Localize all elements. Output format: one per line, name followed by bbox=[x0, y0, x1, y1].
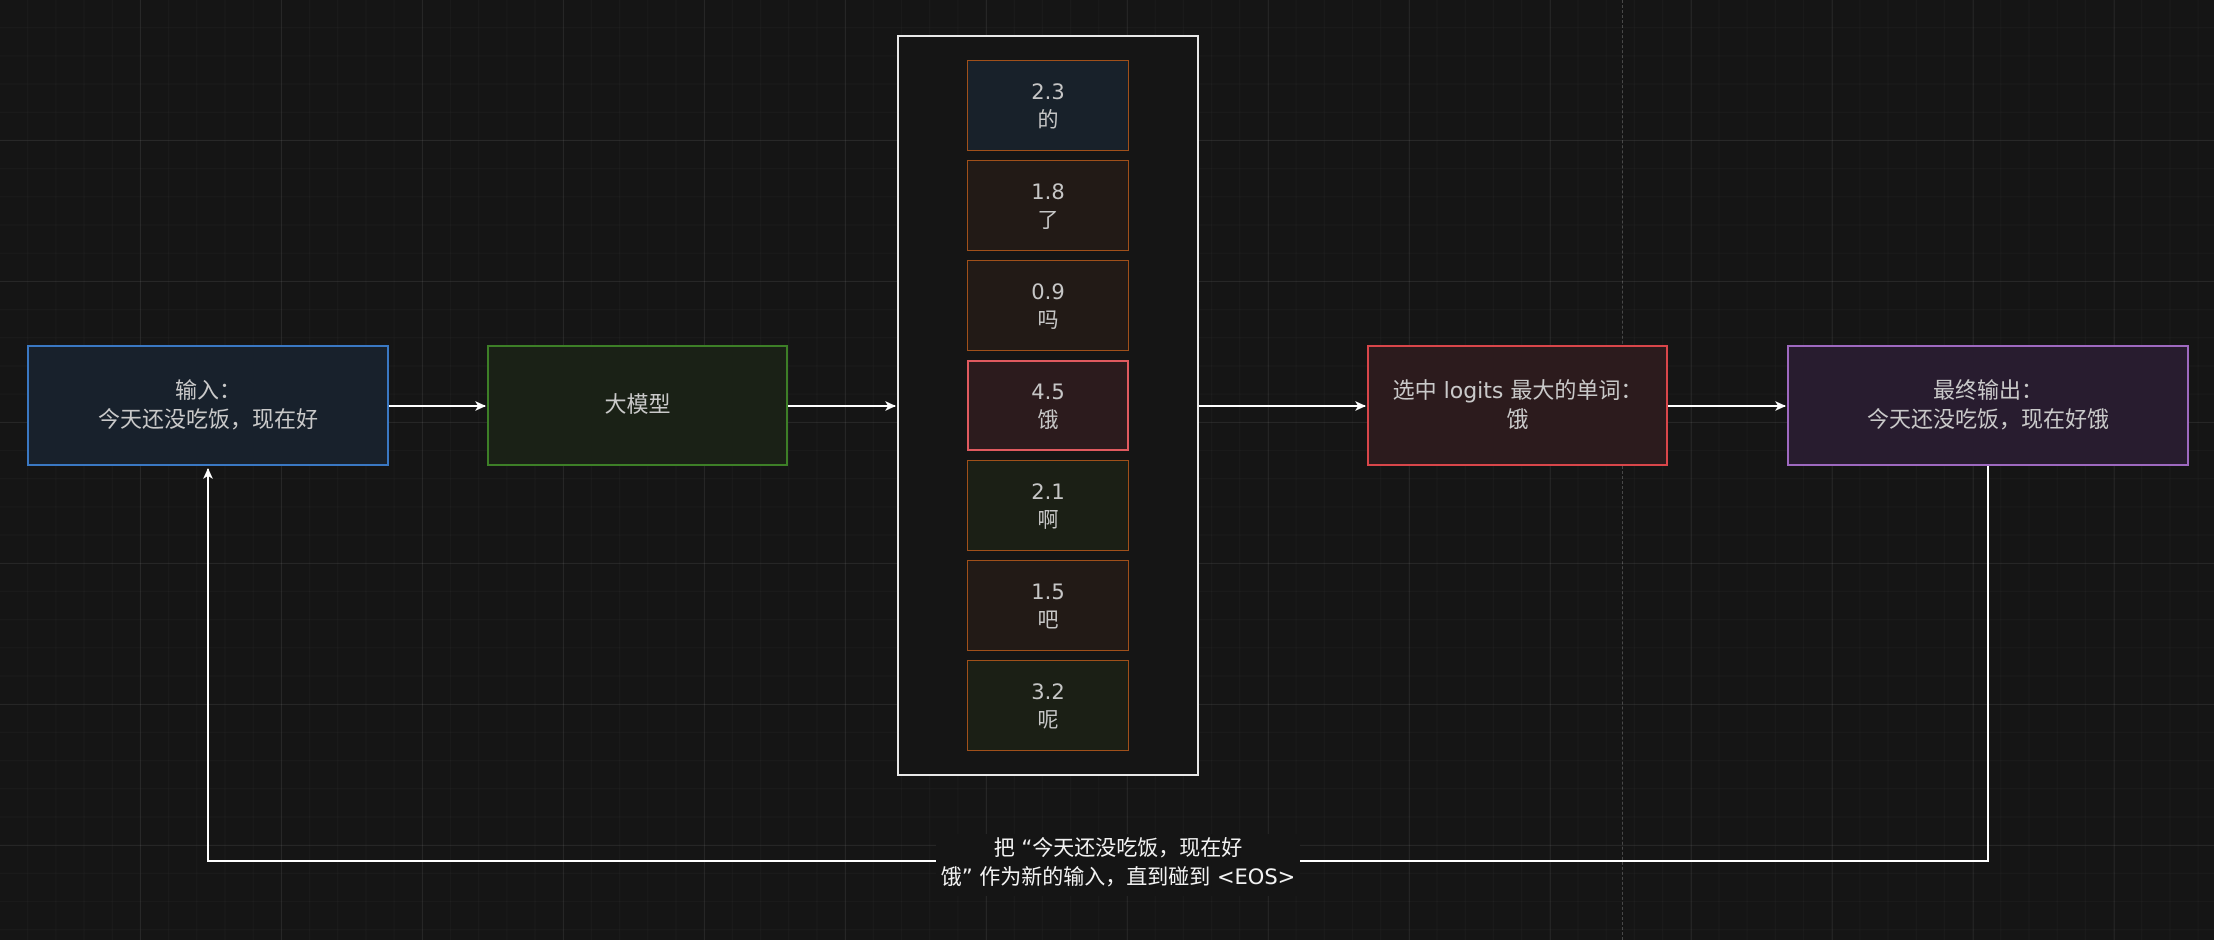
logit-token: 的 bbox=[1037, 107, 1059, 132]
logit-value: 1.5 bbox=[1031, 579, 1065, 604]
feedback-label: 把 “今天还没吃饭，现在好 饿” 作为新的输入，直到碰到 <EOS> bbox=[936, 834, 1300, 896]
select-max-box: 选中 logits 最大的单词： 饿 bbox=[1367, 345, 1668, 466]
logit-cell: 3.2 呢 bbox=[967, 660, 1129, 751]
logit-token: 了 bbox=[1037, 207, 1059, 232]
input-text: 输入： 今天还没吃饭，现在好 bbox=[97, 378, 318, 433]
logit-token: 吧 bbox=[1037, 607, 1059, 632]
logit-token: 啊 bbox=[1037, 507, 1059, 532]
logit-value: 0.9 bbox=[1031, 279, 1065, 304]
logit-value: 1.8 bbox=[1031, 179, 1065, 204]
logit-value: 2.3 bbox=[1031, 79, 1065, 104]
dashed-guide-line bbox=[1622, 0, 1623, 940]
logit-cell: 1.8 了 bbox=[967, 160, 1129, 251]
model-text: 大模型 bbox=[604, 393, 671, 418]
output-text: 最终输出： 今天还没吃饭，现在好饿 bbox=[1866, 378, 2109, 433]
logit-value: 4.5 bbox=[1031, 379, 1065, 404]
logit-cell: 0.9 吗 bbox=[967, 260, 1129, 351]
logit-token: 饿 bbox=[1037, 407, 1059, 432]
logit-token: 呢 bbox=[1037, 707, 1059, 732]
select-text: 选中 logits 最大的单词： 饿 bbox=[1392, 378, 1643, 433]
logit-value: 2.1 bbox=[1031, 479, 1065, 504]
logit-value: 3.2 bbox=[1031, 679, 1065, 704]
model-box: 大模型 bbox=[487, 345, 788, 466]
input-box: 输入： 今天还没吃饭，现在好 bbox=[27, 345, 389, 466]
logit-cell-selected: 4.5 饿 bbox=[967, 360, 1129, 451]
logit-cell: 2.1 啊 bbox=[967, 460, 1129, 551]
logit-cell: 1.5 吧 bbox=[967, 560, 1129, 651]
logit-token: 吗 bbox=[1037, 307, 1059, 332]
output-box: 最终输出： 今天还没吃饭，现在好饿 bbox=[1787, 345, 2189, 466]
logit-cell: 2.3 的 bbox=[967, 60, 1129, 151]
